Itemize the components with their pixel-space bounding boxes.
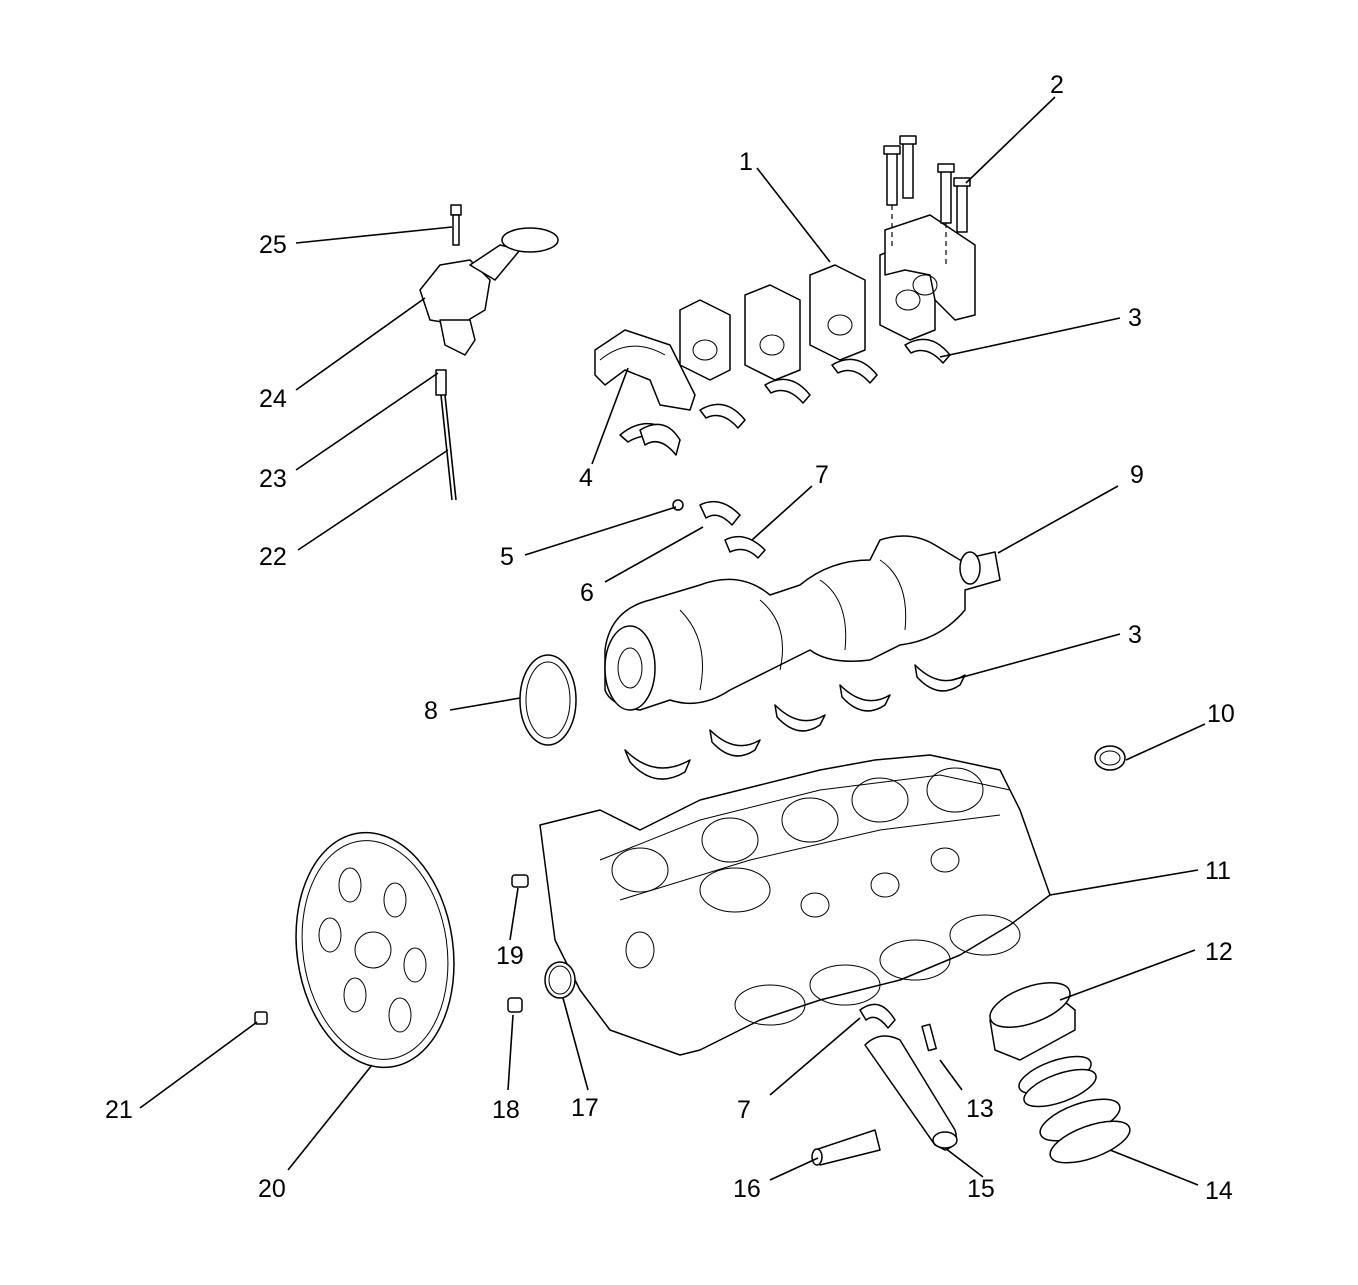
callout-14: 14 xyxy=(1205,1177,1233,1205)
callout-3-upper: 3 xyxy=(1128,304,1142,332)
callout-20: 20 xyxy=(258,1175,286,1203)
callout-18: 18 xyxy=(492,1096,520,1124)
callout-12: 12 xyxy=(1205,938,1233,966)
piston xyxy=(989,982,1076,1061)
block-plugs xyxy=(507,874,576,1013)
crankshaft xyxy=(604,535,1001,711)
oil-pump-assembly xyxy=(419,204,559,501)
callout-22: 22 xyxy=(259,543,287,571)
rear-main-bearing-cap xyxy=(594,329,696,411)
upper-bearing-shells xyxy=(619,338,951,456)
lower-bearing-shells xyxy=(624,664,966,780)
leader-lines xyxy=(139,96,1206,1186)
connecting-rod-assembly xyxy=(811,1003,958,1166)
callout-8: 8 xyxy=(424,697,438,725)
callout-labels: 1 2 3 3 4 5 6 7 7 8 9 10 11 12 13 14 15 … xyxy=(105,71,1235,1205)
callout-25: 25 xyxy=(259,231,287,259)
callout-17: 17 xyxy=(571,1094,599,1122)
flexplate xyxy=(295,831,455,1069)
callout-7-upper: 7 xyxy=(815,461,829,489)
callout-23: 23 xyxy=(259,465,287,493)
callout-6: 6 xyxy=(580,579,594,607)
callout-10: 10 xyxy=(1207,700,1235,728)
callout-19: 19 xyxy=(496,942,524,970)
main-bearing-caps xyxy=(679,214,976,381)
callout-24: 24 xyxy=(259,385,287,413)
rear-main-seal xyxy=(519,654,577,746)
callout-3-lower: 3 xyxy=(1128,621,1142,649)
engine-block xyxy=(539,754,1051,1056)
callout-1: 1 xyxy=(739,148,753,176)
callout-2: 2 xyxy=(1050,71,1064,99)
main-cap-bolts xyxy=(883,135,971,265)
callout-4: 4 xyxy=(579,464,593,492)
callout-7-lower: 7 xyxy=(737,1096,751,1124)
piston-rings xyxy=(1018,1055,1131,1164)
callout-9: 9 xyxy=(1130,461,1144,489)
callout-21: 21 xyxy=(105,1096,133,1124)
callout-11: 11 xyxy=(1205,857,1231,885)
callout-16: 16 xyxy=(733,1175,761,1203)
thrust-bearing-parts xyxy=(672,499,766,559)
camshaft-bearing xyxy=(1094,745,1126,771)
flexplate-bolt xyxy=(254,1011,268,1025)
callout-13: 13 xyxy=(966,1095,994,1123)
callout-15: 15 xyxy=(967,1175,995,1203)
callout-5: 5 xyxy=(500,543,514,571)
